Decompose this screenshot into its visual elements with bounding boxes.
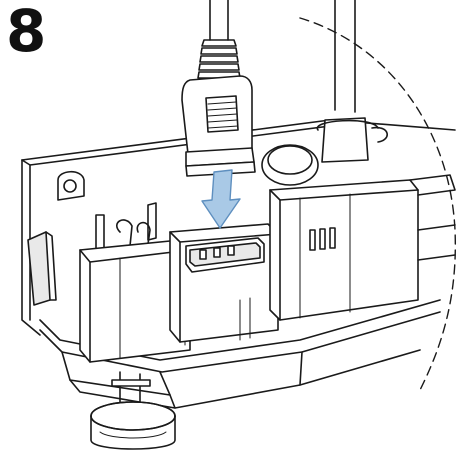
down-arrow-icon xyxy=(201,169,241,229)
socket-housing xyxy=(169,223,279,343)
right-cable xyxy=(316,0,388,163)
leveling-foot xyxy=(90,371,176,450)
detail-circle xyxy=(299,17,457,391)
plug-icon xyxy=(181,75,256,177)
grommet xyxy=(261,144,319,186)
step-number: 8 xyxy=(6,0,47,65)
left-bracket xyxy=(27,231,57,306)
right-housing xyxy=(269,174,456,321)
plug-cable xyxy=(197,0,241,79)
